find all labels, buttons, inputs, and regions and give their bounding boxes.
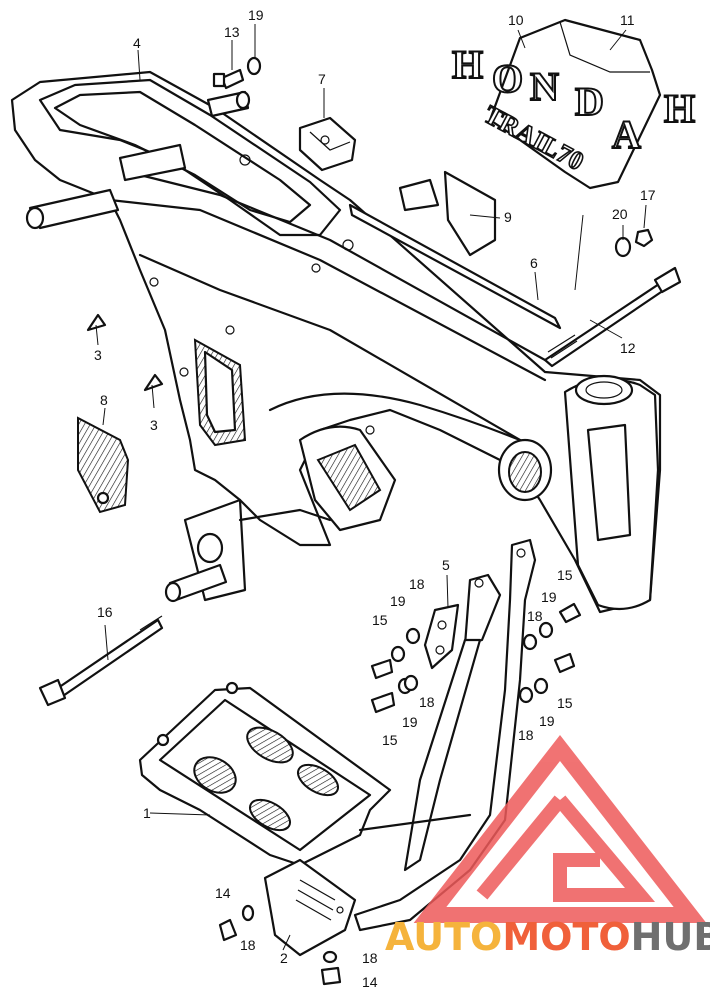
callout-18a: 18 [409, 576, 425, 592]
callout-2: 2 [280, 950, 288, 966]
callout-18f: 18 [362, 950, 378, 966]
callout-19a: 19 [248, 7, 264, 23]
callout-4: 4 [133, 35, 141, 51]
part-7-clip [298, 116, 357, 172]
emblem-letter-3: N [530, 64, 559, 109]
callout-18e: 18 [240, 937, 256, 953]
emblem-letter-5: A [612, 112, 641, 157]
fastener-14-left [218, 918, 238, 942]
callout-16: 16 [97, 604, 113, 620]
watermark-logo [413, 734, 707, 923]
fastener-14-bottom [320, 966, 342, 986]
callout-8: 8 [100, 392, 108, 408]
callout-15c: 15 [557, 567, 573, 583]
callout-1: 1 [143, 805, 151, 821]
callout-12: 12 [620, 340, 636, 356]
svg-text:AUTOMOTOHUB: AUTOMOTOHUB [385, 915, 710, 959]
part-2-guard [263, 858, 357, 957]
part-12-bolt [543, 266, 682, 368]
part-10-11-emblem: H O N D A H TRAIL70 [451, 18, 696, 190]
part-3-rivet-b [143, 373, 164, 392]
callout-6: 6 [530, 255, 538, 271]
fastener-18-bottom [322, 950, 338, 964]
part-13-bolt [212, 68, 245, 90]
callout-3b: 3 [150, 417, 158, 433]
callouts: 1 2 3 3 4 5 6 7 8 9 10 11 12 13 14 14 15… [94, 7, 656, 990]
callout-9: 9 [504, 209, 512, 225]
callout-15d: 15 [557, 695, 573, 711]
emblem-letter-1: H [452, 42, 483, 87]
watermark-moto: MOTO [502, 915, 630, 959]
callout-19e: 19 [539, 713, 555, 729]
callout-15a: 15 [372, 612, 388, 628]
part-17-nut [634, 228, 654, 248]
part-19-washer-top [246, 56, 262, 76]
callout-5: 5 [442, 557, 450, 573]
callout-3a: 3 [94, 347, 102, 363]
main-frame [10, 70, 662, 614]
part-16-bolt [38, 615, 164, 707]
watermark-triangle-icon [413, 734, 707, 923]
emblem-letter-2: O [492, 56, 523, 101]
part-20-washer [614, 236, 632, 258]
part-6-strip [348, 203, 562, 330]
callout-10: 10 [508, 12, 524, 28]
callout-15b: 15 [382, 732, 398, 748]
fastener-18-left [241, 904, 255, 922]
emblem-letter-6: H [664, 86, 695, 131]
fastener-cluster-right [518, 602, 582, 704]
part-1-step-plate [138, 681, 472, 867]
callout-19c: 19 [402, 714, 418, 730]
callout-18b: 18 [419, 694, 435, 710]
callout-14b: 14 [362, 974, 378, 990]
leader-lines [95, 24, 647, 951]
emblem-letter-4: D [575, 79, 604, 124]
callout-19d: 19 [541, 589, 557, 605]
watermark-text: AUTOMOTOHUB [385, 915, 710, 959]
fastener-cluster-left [370, 627, 421, 714]
callout-18d: 18 [518, 727, 534, 743]
part-5-bracket [423, 603, 460, 670]
callout-18c: 18 [527, 608, 543, 624]
part-8-shield [77, 416, 130, 514]
callout-11: 11 [620, 12, 635, 28]
callout-17: 17 [640, 187, 656, 203]
watermark-auto: AUTO [385, 915, 502, 959]
callout-7: 7 [318, 71, 326, 87]
callout-19b: 19 [390, 593, 406, 609]
part-9-plate [443, 170, 497, 257]
watermark-hub: HUB [631, 915, 710, 959]
part-9-strip [398, 178, 440, 212]
callout-14a: 14 [215, 885, 231, 901]
callout-13: 13 [224, 24, 240, 40]
callout-20: 20 [612, 206, 628, 222]
